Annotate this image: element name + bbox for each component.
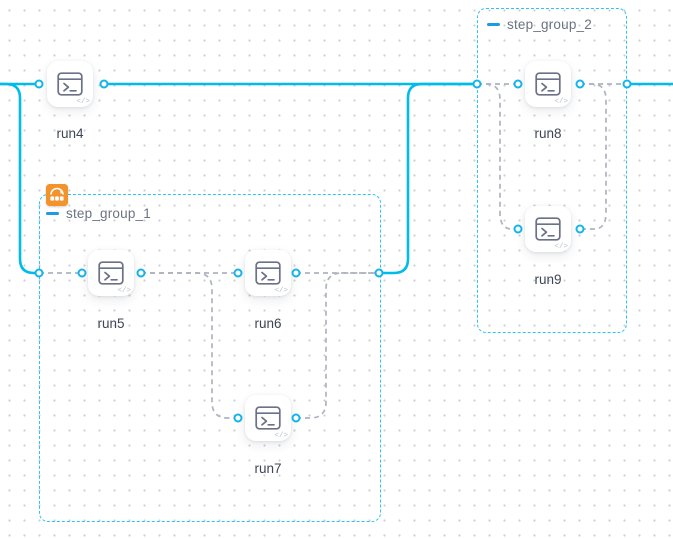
code-badge-icon: </> bbox=[117, 286, 131, 295]
port-run8-input[interactable] bbox=[513, 79, 523, 89]
group-name-step-group-2: step_group_2 bbox=[507, 17, 592, 32]
group-label-step-group-1[interactable]: step_group_1 bbox=[46, 206, 151, 221]
code-badge-icon: </> bbox=[554, 97, 568, 106]
edge-canvas-to-group1 bbox=[0, 82, 39, 275]
port-run6-input[interactable] bbox=[233, 268, 243, 278]
group-collapse-icon[interactable] bbox=[487, 23, 500, 26]
port-run6-output[interactable] bbox=[291, 268, 301, 278]
port-run9-input[interactable] bbox=[513, 224, 523, 234]
node-run6[interactable]: </> bbox=[245, 250, 291, 296]
group-box-step-group-1[interactable] bbox=[39, 194, 381, 522]
terminal-icon bbox=[98, 261, 124, 285]
port-run5-input[interactable] bbox=[77, 268, 87, 278]
edge-group1-to-group2 bbox=[379, 82, 477, 275]
node-label-run5: run5 bbox=[97, 316, 125, 331]
port-run4-input[interactable] bbox=[34, 79, 44, 89]
group-name-step-group-1: step_group_1 bbox=[66, 206, 151, 221]
terminal-icon bbox=[535, 217, 561, 241]
node-run8[interactable]: </> bbox=[525, 61, 571, 107]
workflow-group-icon bbox=[46, 184, 68, 206]
group-collapse-icon[interactable] bbox=[46, 212, 59, 215]
code-badge-icon: </> bbox=[554, 242, 568, 251]
port-run8-output[interactable] bbox=[575, 79, 585, 89]
port-group1-input[interactable] bbox=[34, 268, 44, 278]
terminal-icon bbox=[535, 72, 561, 96]
port-group1-output[interactable] bbox=[374, 268, 384, 278]
port-run7-input[interactable] bbox=[233, 413, 243, 423]
code-badge-icon: </> bbox=[274, 431, 288, 440]
terminal-icon bbox=[57, 72, 83, 96]
port-run4-output[interactable] bbox=[99, 79, 109, 89]
terminal-icon bbox=[255, 406, 281, 430]
node-run7[interactable]: </> bbox=[245, 395, 291, 441]
node-run5[interactable]: </> bbox=[88, 250, 134, 296]
node-run9[interactable]: </> bbox=[525, 206, 571, 252]
port-run7-output[interactable] bbox=[291, 413, 301, 423]
group-label-step-group-2[interactable]: step_group_2 bbox=[487, 17, 592, 32]
node-label-run9: run9 bbox=[534, 272, 562, 287]
port-group2-input[interactable] bbox=[472, 79, 482, 89]
node-label-run4: run4 bbox=[56, 126, 84, 141]
node-label-run8: run8 bbox=[534, 126, 562, 141]
node-run4[interactable]: </> bbox=[47, 61, 93, 107]
port-run9-output[interactable] bbox=[575, 224, 585, 234]
code-badge-icon: </> bbox=[76, 97, 90, 106]
code-badge-icon: </> bbox=[274, 286, 288, 295]
node-label-run6: run6 bbox=[254, 316, 282, 331]
port-group2-output[interactable] bbox=[622, 79, 632, 89]
node-label-run7: run7 bbox=[254, 461, 282, 476]
group-box-step-group-2[interactable] bbox=[477, 8, 627, 333]
port-run5-output[interactable] bbox=[136, 268, 146, 278]
terminal-icon bbox=[255, 261, 281, 285]
